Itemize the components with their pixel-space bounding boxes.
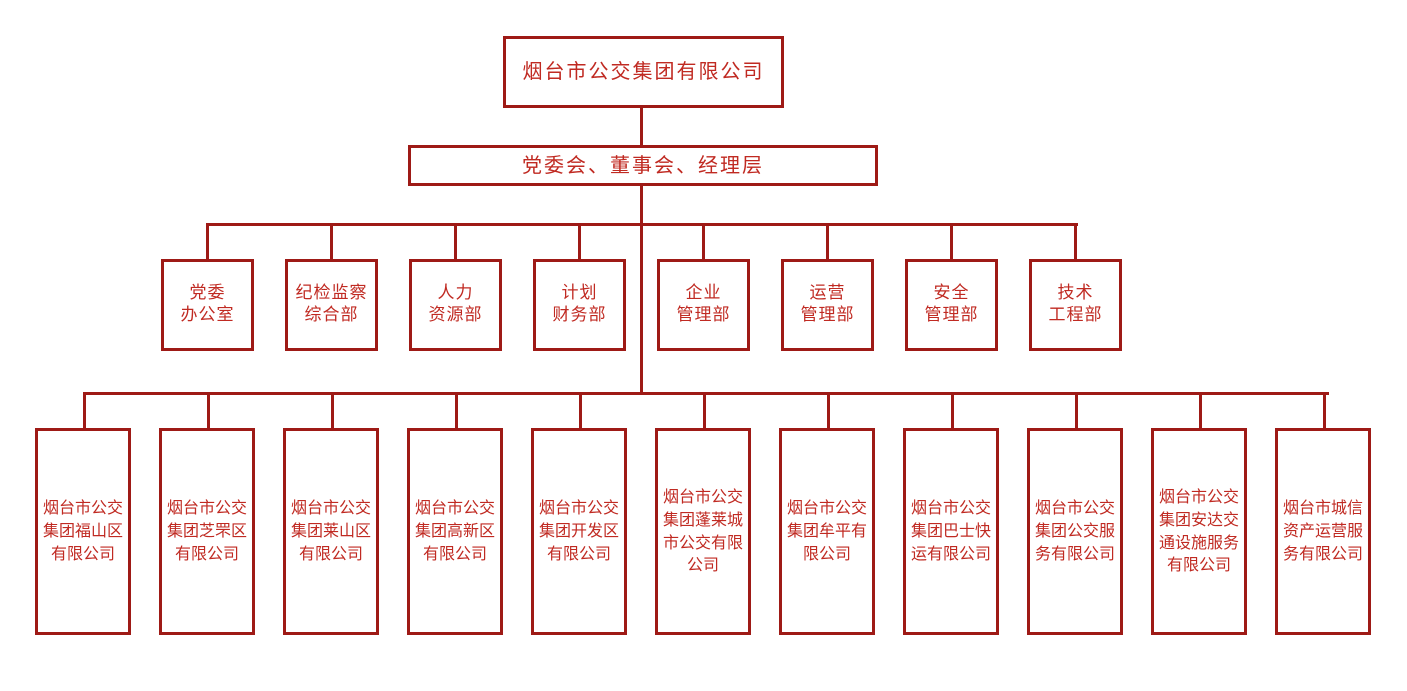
node-subsidiary-fushan-label: 烟台市公交集团福山区有限公司 <box>42 498 123 563</box>
node-subsidiary-anda-facility[interactable]: 烟台市公交集团安达交通设施服务有限公司 <box>1151 428 1247 635</box>
connector-stem-dept-3 <box>454 223 457 259</box>
connector-stem-sub-6 <box>703 392 706 428</box>
connector-stem-dept-1 <box>206 223 209 259</box>
connector-root-to-board <box>640 108 643 145</box>
node-department-party-office-label: 党委 办公室 <box>180 283 235 325</box>
connector-stem-sub-7 <box>827 392 830 428</box>
connector-stem-dept-4 <box>578 223 581 259</box>
node-subsidiary-laishan-label: 烟台市公交集团莱山区有限公司 <box>290 498 371 563</box>
node-subsidiary-chengxin[interactable]: 烟台市城信资产运营服务有限公司 <box>1275 428 1371 635</box>
node-group-company-label: 烟台市公交集团有限公司 <box>522 59 765 84</box>
node-department-human-resources-label: 人力 资源部 <box>428 283 483 325</box>
node-department-safety-management[interactable]: 安全 管理部 <box>905 259 998 351</box>
node-subsidiary-penglai-label: 烟台市公交集团蓬莱城市公交有限公司 <box>662 487 743 575</box>
node-subsidiary-zhifu-label: 烟台市公交集团芝罘区有限公司 <box>166 498 247 563</box>
node-subsidiary-gaoxin[interactable]: 烟台市公交集团高新区有限公司 <box>407 428 503 635</box>
connector-subsidiary-horizontal-bus <box>83 392 1329 395</box>
node-department-enterprise-management-label: 企业 管理部 <box>676 283 731 325</box>
connector-board-to-dept-bus <box>640 186 643 223</box>
node-subsidiary-fushan[interactable]: 烟台市公交集团福山区有限公司 <box>35 428 131 635</box>
node-subsidiary-bus-express[interactable]: 烟台市公交集团巴士快运有限公司 <box>903 428 999 635</box>
connector-stem-sub-5 <box>579 392 582 428</box>
connector-stem-sub-10 <box>1199 392 1202 428</box>
node-subsidiary-zhifu[interactable]: 烟台市公交集团芝罘区有限公司 <box>159 428 255 635</box>
connector-stem-dept-8 <box>1074 223 1077 259</box>
connector-stem-dept-6 <box>826 223 829 259</box>
connector-stem-sub-9 <box>1075 392 1078 428</box>
node-department-discipline-inspection[interactable]: 纪检监察 综合部 <box>285 259 378 351</box>
connector-stem-dept-7 <box>950 223 953 259</box>
node-department-technology-engineering[interactable]: 技术 工程部 <box>1029 259 1122 351</box>
node-subsidiary-bus-express-label: 烟台市公交集团巴士快运有限公司 <box>910 498 991 563</box>
node-department-planning-finance[interactable]: 计划 财务部 <box>533 259 626 351</box>
node-subsidiary-muping-label: 烟台市公交集团牟平有限公司 <box>786 498 867 563</box>
node-department-operations-management[interactable]: 运营 管理部 <box>781 259 874 351</box>
node-department-safety-management-label: 安全 管理部 <box>924 283 979 325</box>
node-subsidiary-penglai[interactable]: 烟台市公交集团蓬莱城市公交有限公司 <box>655 428 751 635</box>
node-department-operations-management-label: 运营 管理部 <box>800 283 855 325</box>
node-subsidiary-laishan[interactable]: 烟台市公交集团莱山区有限公司 <box>283 428 379 635</box>
node-subsidiary-kaifa-label: 烟台市公交集团开发区有限公司 <box>538 498 619 563</box>
connector-stem-sub-3 <box>331 392 334 428</box>
node-department-human-resources[interactable]: 人力 资源部 <box>409 259 502 351</box>
connector-spine-to-subsidiary-bus <box>640 223 643 394</box>
node-department-planning-finance-label: 计划 财务部 <box>552 283 607 325</box>
node-board-layer[interactable]: 党委会、董事会、经理层 <box>408 145 878 186</box>
connector-stem-sub-11 <box>1323 392 1326 428</box>
connector-stem-sub-4 <box>455 392 458 428</box>
node-subsidiary-kaifa[interactable]: 烟台市公交集团开发区有限公司 <box>531 428 627 635</box>
node-board-layer-label: 党委会、董事会、经理层 <box>522 152 764 177</box>
node-subsidiary-muping[interactable]: 烟台市公交集团牟平有限公司 <box>779 428 875 635</box>
node-subsidiary-chengxin-label: 烟台市城信资产运营服务有限公司 <box>1282 498 1363 563</box>
node-department-technology-engineering-label: 技术 工程部 <box>1048 283 1103 325</box>
node-subsidiary-bus-service[interactable]: 烟台市公交集团公交服务有限公司 <box>1027 428 1123 635</box>
connector-stem-sub-2 <box>207 392 210 428</box>
connector-stem-dept-2 <box>330 223 333 259</box>
node-subsidiary-gaoxin-label: 烟台市公交集团高新区有限公司 <box>414 498 495 563</box>
connector-stem-sub-1 <box>83 392 86 428</box>
node-subsidiary-anda-facility-label: 烟台市公交集团安达交通设施服务有限公司 <box>1158 487 1239 575</box>
node-group-company[interactable]: 烟台市公交集团有限公司 <box>503 36 784 108</box>
connector-stem-dept-5 <box>702 223 705 259</box>
node-department-enterprise-management[interactable]: 企业 管理部 <box>657 259 750 351</box>
node-department-party-office[interactable]: 党委 办公室 <box>161 259 254 351</box>
connector-stem-sub-8 <box>951 392 954 428</box>
node-subsidiary-bus-service-label: 烟台市公交集团公交服务有限公司 <box>1034 498 1115 563</box>
node-department-discipline-inspection-label: 纪检监察 综合部 <box>295 283 368 325</box>
